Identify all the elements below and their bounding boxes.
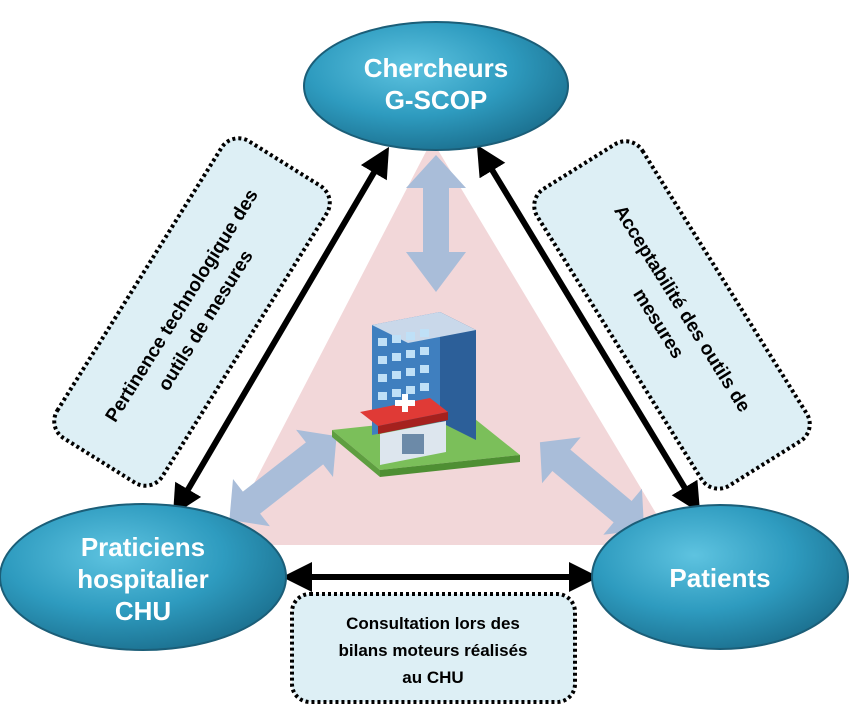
node-praticiens-line-3: CHU <box>115 596 171 626</box>
arrow-top-right <box>476 144 701 514</box>
note-bottom-line-3: au CHU <box>402 668 463 687</box>
building-windows <box>378 329 429 400</box>
node-praticiens: Praticiens hospitalier CHU <box>0 503 287 651</box>
node-patients: Patients <box>591 504 849 650</box>
note-bottom-line-1: Consultation lors des <box>346 614 520 633</box>
node-praticiens-line-1: Praticiens <box>81 532 205 562</box>
hospital-building-icon <box>332 312 520 477</box>
node-chercheurs-line-1: Chercheurs <box>364 53 509 83</box>
note-bottom-line-2: bilans moteurs réalisés <box>339 641 528 660</box>
node-chercheurs: Chercheurs G-SCOP <box>303 21 569 151</box>
node-chercheurs-line-2: G-SCOP <box>385 85 488 115</box>
note-right: Acceptabilité des outils de mesures <box>532 139 812 491</box>
note-bottom: Consultation lors des bilans moteurs réa… <box>290 592 577 704</box>
arrow-top-left <box>172 146 390 516</box>
light-arrow-top <box>406 155 466 292</box>
node-praticiens-line-2: hospitalier <box>77 564 208 594</box>
node-patients-line-1: Patients <box>669 563 770 593</box>
